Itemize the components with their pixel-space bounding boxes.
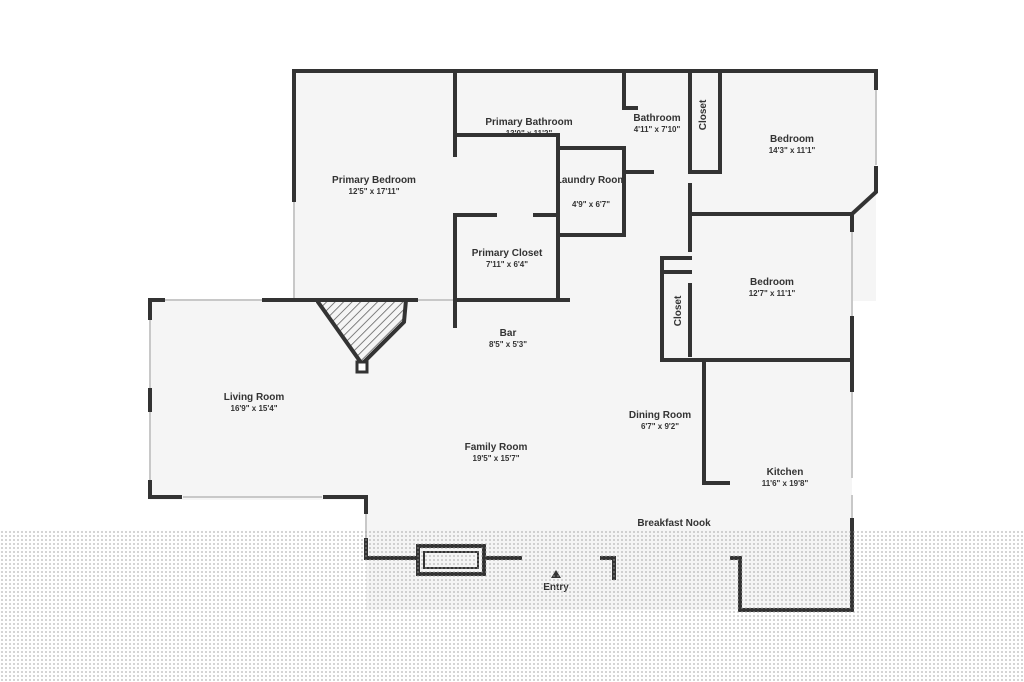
- entry-label: Entry: [543, 582, 569, 593]
- room-dims-dining-room: 6'7" x 9'2": [641, 422, 679, 431]
- room-name-family-room: Family Room: [465, 442, 528, 453]
- room-dims-bedroom-mid: 12'7" x 11'1": [749, 289, 796, 298]
- room-dims-bar: 8'5" x 5'3": [489, 340, 527, 349]
- room-dims-family-room: 19'5" x 15'7": [473, 454, 520, 463]
- fireplace: [316, 298, 409, 374]
- room-name-bathroom: Bathroom: [633, 113, 680, 124]
- room-dims-primary-bedroom: 12'5" x 17'11": [349, 187, 400, 196]
- room-dims-primary-bathroom: 13'0" x 11'2": [506, 129, 553, 138]
- room-name-bar: Bar: [500, 328, 517, 339]
- room-name-closet-mid: Closet: [673, 295, 684, 326]
- room-name-primary-closet: Primary Closet: [472, 248, 543, 259]
- room-name-primary-bathroom: Primary Bathroom: [485, 117, 572, 128]
- room-name-dining-room: Dining Room: [629, 410, 691, 421]
- room-dims-bathroom: 4'11" x 7'10": [634, 125, 681, 134]
- room-name-laundry-room: Laundry Room: [556, 175, 627, 186]
- room-name-primary-bedroom: Primary Bedroom: [332, 175, 416, 186]
- room-name-closet-top: Closet: [698, 99, 709, 130]
- room-name-breakfast-nook: Breakfast Nook: [637, 518, 711, 529]
- room-name-kitchen: Kitchen: [767, 467, 804, 478]
- room-name-living-room: Living Room: [224, 392, 285, 403]
- room-dims-kitchen: 11'6" x 19'8": [762, 479, 809, 488]
- room-dims-laundry-room: 4'9" x 6'7": [572, 200, 610, 209]
- room-name-bedroom-mid: Bedroom: [750, 277, 794, 288]
- room-dims-living-room: 16'9" x 15'4": [231, 404, 278, 413]
- room-dims-primary-closet: 7'11" x 6'4": [486, 260, 528, 269]
- room-dims-bedroom-top: 14'3" x 11'1": [769, 146, 816, 155]
- windows: [149, 90, 877, 540]
- room-name-bedroom-top: Bedroom: [770, 134, 814, 145]
- floor-area: [150, 71, 876, 610]
- walls: [148, 69, 878, 612]
